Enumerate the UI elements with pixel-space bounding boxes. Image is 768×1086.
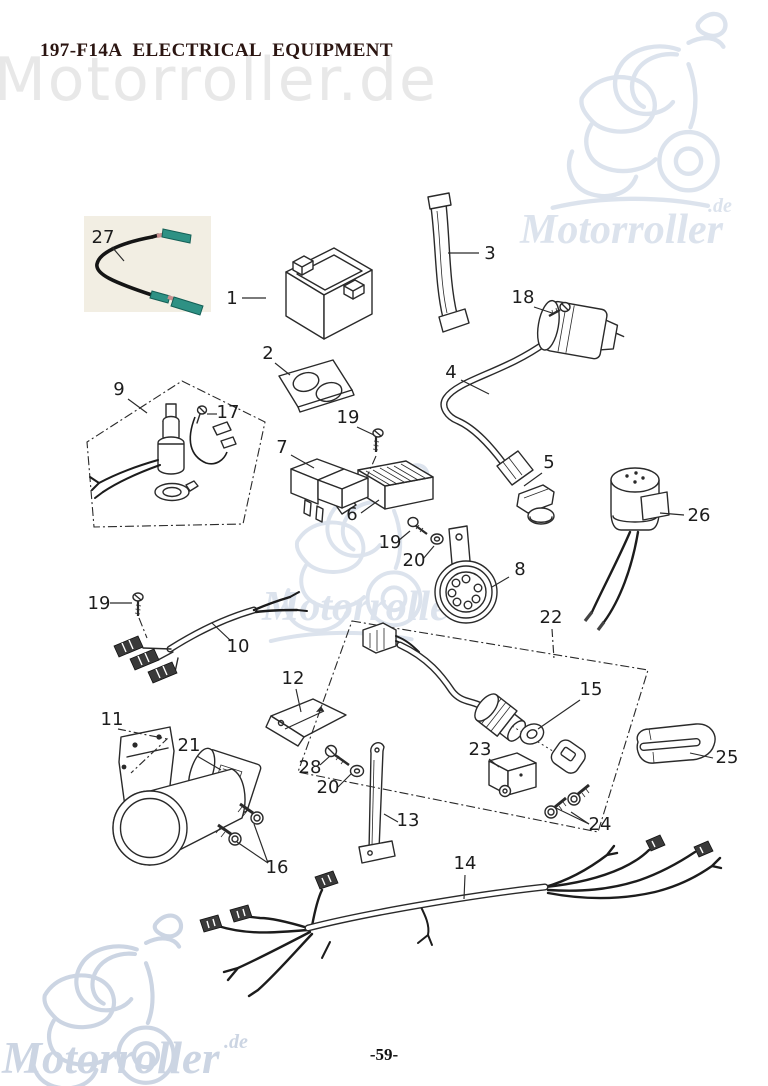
part-callout-13: 13 — [397, 810, 420, 831]
page-number: -59- — [369, 1045, 399, 1064]
callout-leader-15 — [537, 699, 581, 730]
callout-leader-19 — [356, 426, 375, 436]
part-callout-17: 17 — [217, 402, 240, 423]
callout-leader-2 — [274, 362, 291, 376]
part-callout-6: 6 — [346, 504, 357, 525]
callout-leader-13 — [383, 813, 399, 823]
callout-leader-24 — [555, 807, 590, 825]
part-callout-12: 12 — [282, 668, 305, 689]
page-title: 197-F14A ELECTRICAL EQUIPMENT — [40, 40, 393, 61]
part-callout-19: 19 — [88, 593, 111, 614]
callout-leader-10 — [211, 622, 232, 642]
part-callout-11: 11 — [101, 709, 124, 730]
part-2-pad-drawing — [278, 359, 355, 413]
callout-leader-12 — [295, 688, 302, 713]
part-callout-20: 20 — [403, 550, 426, 571]
callout-leader-25 — [689, 752, 714, 759]
part-7-relay-drawing — [290, 458, 369, 523]
callout-leader-20 — [337, 773, 352, 788]
callout-leader-23 — [488, 758, 500, 768]
part-19-screw-c-drawing — [132, 592, 148, 639]
part-17-screw-drawing — [189, 405, 237, 465]
part-callout-16: 16 — [266, 857, 289, 878]
callout-leader-5 — [523, 472, 543, 487]
part-callout-25: 25 — [716, 747, 739, 768]
part-callout-27: 27 — [92, 227, 115, 248]
callout-leader-16 — [236, 841, 269, 864]
watermark-text-top: Motorroller.de — [0, 45, 438, 115]
callout-leader-28 — [319, 755, 331, 766]
part-13-stay-drawing — [358, 742, 396, 864]
part-callout-21: 21 — [178, 735, 201, 756]
part-14-harness-drawing — [199, 834, 723, 998]
part-callout-15: 15 — [580, 679, 603, 700]
part-callout-18: 18 — [512, 287, 535, 308]
part-3-strap-drawing — [427, 192, 470, 333]
part-callout-20: 20 — [317, 777, 340, 798]
part-4-ignition-coil-drawing — [440, 299, 625, 468]
callout-leader-19 — [397, 530, 411, 542]
callout-leader-26 — [659, 512, 685, 516]
part-callout-1: 1 — [226, 288, 237, 309]
callout-leader-20 — [422, 545, 435, 560]
callout-leader-6 — [360, 499, 380, 514]
part-1-battery-drawing — [285, 247, 373, 340]
part-callout-26: 26 — [688, 505, 711, 526]
callout-leader-14 — [463, 874, 466, 900]
callout-leader-8 — [491, 576, 510, 588]
part-callout-14: 14 — [454, 853, 477, 874]
part-19-screw-a-drawing — [372, 428, 384, 452]
part-callout-24: 24 — [589, 814, 612, 835]
part-callout-23: 23 — [469, 739, 492, 760]
watermark-brand-middle: Motorroller — [261, 584, 466, 630]
callout-leader-21 — [196, 755, 222, 771]
part-callout-5: 5 — [543, 452, 554, 473]
part-callout-28: 28 — [299, 757, 322, 778]
part-callout-7: 7 — [276, 437, 287, 458]
part-28-screw-drawing — [324, 744, 350, 767]
part-12-plate-drawing — [265, 698, 347, 747]
part-27-wires-drawing — [84, 216, 211, 316]
part-callout-3: 3 — [484, 243, 495, 264]
callout-leader-11 — [117, 728, 169, 774]
watermark-layer: Motorroller.de Motorroller .de Motorroll… — [0, 14, 732, 1086]
callout-leader-7 — [290, 454, 315, 469]
part-23-box-drawing — [488, 752, 537, 798]
part-5-spark-plug-cap-drawing — [496, 450, 555, 525]
part-10-lead-wire-drawing — [113, 591, 308, 684]
callout-leader-16 — [253, 823, 269, 864]
part-22-ignition-assembly-drawing — [297, 620, 649, 833]
part-callout-9: 9 — [113, 379, 124, 400]
part-callout-22: 22 — [540, 607, 563, 628]
callout-leader-4 — [460, 379, 490, 395]
part-callout-8: 8 — [514, 559, 525, 580]
part-callout-2: 2 — [262, 343, 273, 364]
part-callout-4: 4 — [445, 362, 456, 383]
watermark-domain-bottom-left: .de — [224, 1031, 248, 1053]
callout-leader-18 — [533, 306, 553, 314]
watermark-scooter-top-right — [553, 14, 726, 208]
callout-leader-27 — [111, 246, 125, 262]
part-20-washer-a-drawing — [430, 533, 444, 545]
watermark-domain-top-right: .de — [708, 195, 732, 217]
part-9-switch-assembly-drawing — [86, 380, 266, 528]
part-callout-19: 19 — [379, 532, 402, 553]
part-callout-10: 10 — [227, 636, 250, 657]
part-26-flasher-relay-drawing — [583, 467, 670, 631]
part-24-screws-drawing — [544, 783, 590, 819]
part-18-screw-drawing — [548, 301, 571, 318]
watermark-brand-bottom-left: Motorroller — [1, 1033, 220, 1083]
part-19-screw-b-drawing — [407, 516, 428, 535]
part-8-horn-drawing — [434, 525, 498, 624]
callout-leader-9 — [127, 398, 148, 414]
watermark-brand-top-right: Motorroller — [519, 207, 724, 253]
part-25-clamp-drawing — [636, 723, 716, 764]
callout-leader-22 — [551, 628, 555, 660]
part-21-cylinder-drawing — [112, 747, 262, 866]
part-callout-19: 19 — [337, 407, 360, 428]
part-20-washer-b-drawing — [349, 764, 365, 778]
